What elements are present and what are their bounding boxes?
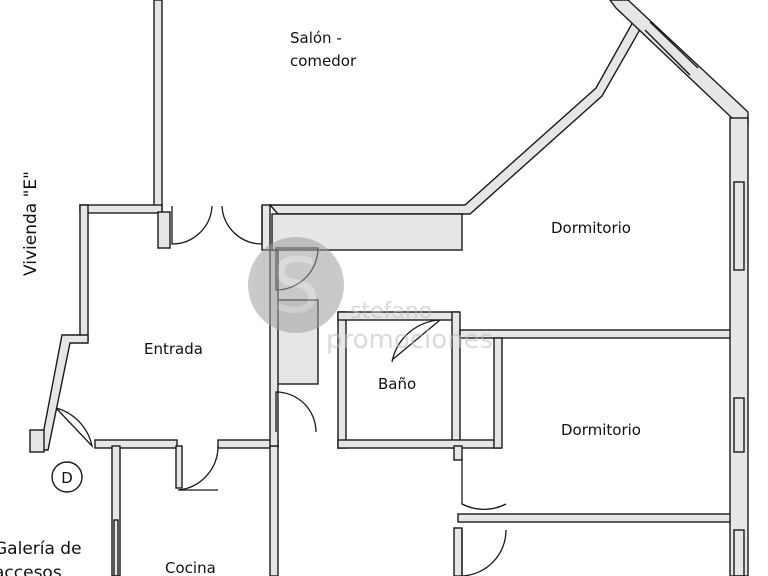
wall-dorm1-bottom — [459, 329, 733, 339]
door-salon-left — [171, 205, 213, 245]
room-labels: Salón - comedor Dormitorio Entrada Baño … — [0, 29, 641, 576]
wall-entrada-top-stub — [157, 211, 171, 249]
watermark-letter: S — [272, 241, 320, 330]
wall-entrada-left-stub — [29, 429, 45, 453]
wall-entrada-left-slant — [39, 334, 89, 451]
door-cocina — [177, 445, 219, 491]
wall-entrada-top-left — [79, 204, 163, 214]
wall-entrada-bottom-a — [94, 439, 178, 449]
wall-entrada-door-jamb — [261, 204, 271, 251]
label-salon-2: comedor — [290, 52, 357, 70]
watermark-line1: stefano — [350, 299, 432, 324]
wall-exterior-right — [729, 117, 749, 576]
door-entrance-main — [55, 407, 94, 449]
entrance-marker: D — [51, 461, 83, 493]
watermark: S stefano promociones — [248, 237, 493, 355]
door-dorm3 — [461, 529, 507, 576]
label-vivienda: Vivienda "E" — [21, 171, 41, 276]
window-right-3 — [733, 529, 745, 576]
window-diag-2 — [649, 21, 699, 69]
window-right-1 — [733, 181, 745, 271]
label-salon-1: Salón - — [290, 29, 342, 47]
walls — [29, 0, 749, 576]
wall-cocina-door-jamb — [175, 445, 183, 489]
label-galeria-2: accesos — [0, 563, 62, 576]
windows — [113, 21, 745, 576]
entrance-marker-letter: D — [61, 469, 73, 487]
label-cocina: Cocina — [165, 559, 216, 576]
label-galeria-1: Galería de — [0, 539, 82, 559]
wall-exterior-diagonal — [609, 0, 749, 125]
door-bano — [391, 319, 441, 363]
wall-salon-left — [153, 0, 163, 213]
wall-dorm3-jamb — [453, 527, 463, 576]
wall-entrada-left-upper — [79, 204, 89, 342]
label-entrada: Entrada — [144, 340, 203, 358]
wall-closet-right — [493, 337, 503, 449]
door-corridor — [275, 391, 317, 433]
window-cocina — [113, 519, 119, 576]
wall-bano-bottom — [337, 439, 501, 449]
label-dormitorio-2: Dormitorio — [561, 421, 641, 439]
wall-cocina-right — [269, 445, 279, 576]
wall-corridor-top — [268, 18, 643, 215]
wall-dorm2-bottom — [457, 513, 733, 523]
entrance-marker-circle — [51, 461, 83, 493]
label-dormitorio-1: Dormitorio — [551, 219, 631, 237]
door-dorm2 — [461, 458, 507, 510]
window-diag-1 — [644, 29, 691, 76]
label-bano: Baño — [378, 375, 416, 393]
watermark-circle — [248, 237, 344, 333]
watermark-line2: promociones — [326, 325, 493, 355]
wall-entrada-bottom-b — [217, 439, 279, 449]
wall-cocina-left — [111, 445, 121, 576]
door-salon-right — [221, 205, 263, 245]
wall-dorm2-top-jamb — [453, 445, 463, 461]
window-right-2 — [733, 397, 745, 453]
